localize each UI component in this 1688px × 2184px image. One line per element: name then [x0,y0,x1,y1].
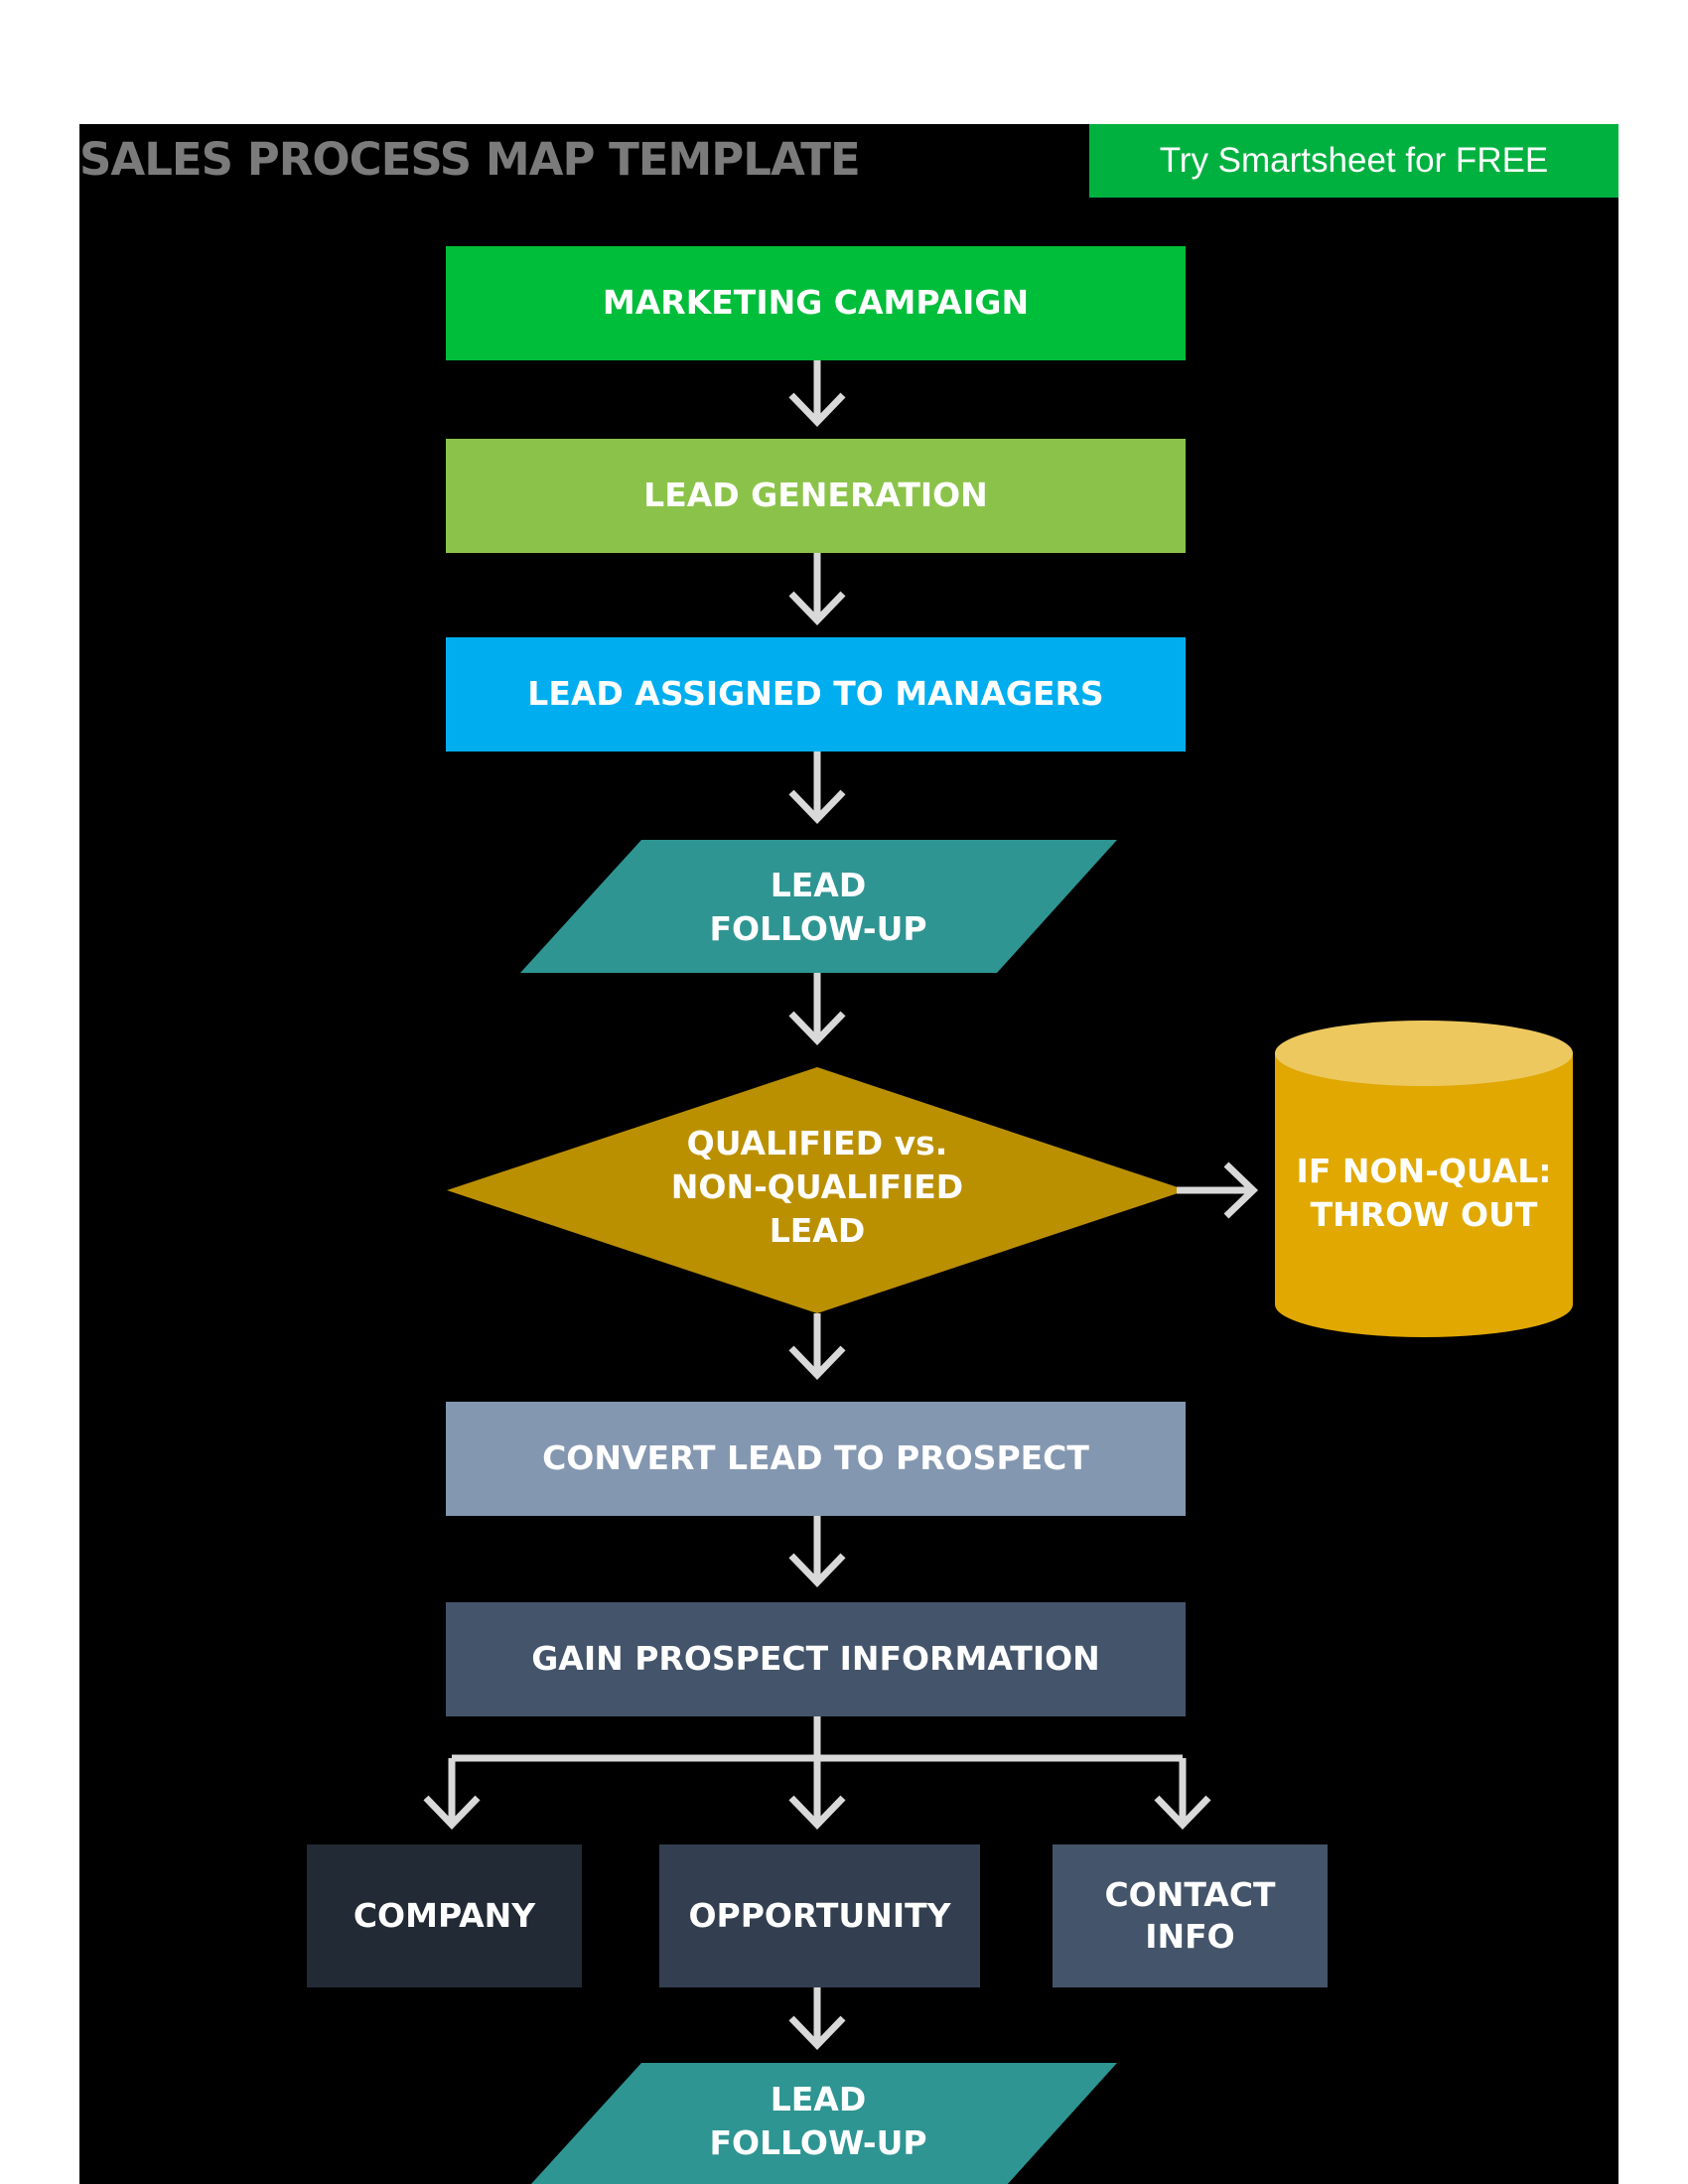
lead-generation-box: LEAD GENERATION [446,439,1186,553]
qualified-decision-label: QUALIFIED vs. NON-QUALIFIED LEAD [670,1124,964,1249]
lead-assigned-box: LEAD ASSIGNED TO MANAGERS [446,637,1186,751]
lead-follow-up-label-1: LEAD FOLLOW-UP [709,866,927,948]
contact-info-label: CONTACT INFO [1104,1874,1276,1956]
non-qual-label: IF NON-QUAL: THROW OUT [1296,1152,1552,1234]
convert-lead-label: CONVERT LEAD TO PROSPECT [542,1438,1089,1478]
marketing-campaign-label: MARKETING CAMPAIGN [602,283,1030,323]
gain-prospect-box: GAIN PROSPECT INFORMATION [446,1602,1186,1716]
lead-generation-label: LEAD GENERATION [643,476,988,515]
convert-lead-box: CONVERT LEAD TO PROSPECT [446,1402,1186,1516]
try-smartsheet-button[interactable]: Try Smartsheet for FREE [1089,124,1618,198]
lead-follow-up-label-2: LEAD FOLLOW-UP [709,2080,927,2162]
opportunity-box: OPPORTUNITY [659,1844,980,1987]
lead-assigned-label: LEAD ASSIGNED TO MANAGERS [527,674,1104,714]
gain-prospect-label: GAIN PROSPECT INFORMATION [531,1639,1100,1679]
opportunity-label: OPPORTUNITY [688,1895,951,1935]
company-label: COMPANY [352,1895,536,1935]
contact-info-box: CONTACT INFO [1053,1844,1328,1987]
page-title: SALES PROCESS MAP TEMPLATE [79,133,861,186]
marketing-campaign-box: MARKETING CAMPAIGN [446,246,1186,360]
company-box: COMPANY [307,1844,582,1987]
